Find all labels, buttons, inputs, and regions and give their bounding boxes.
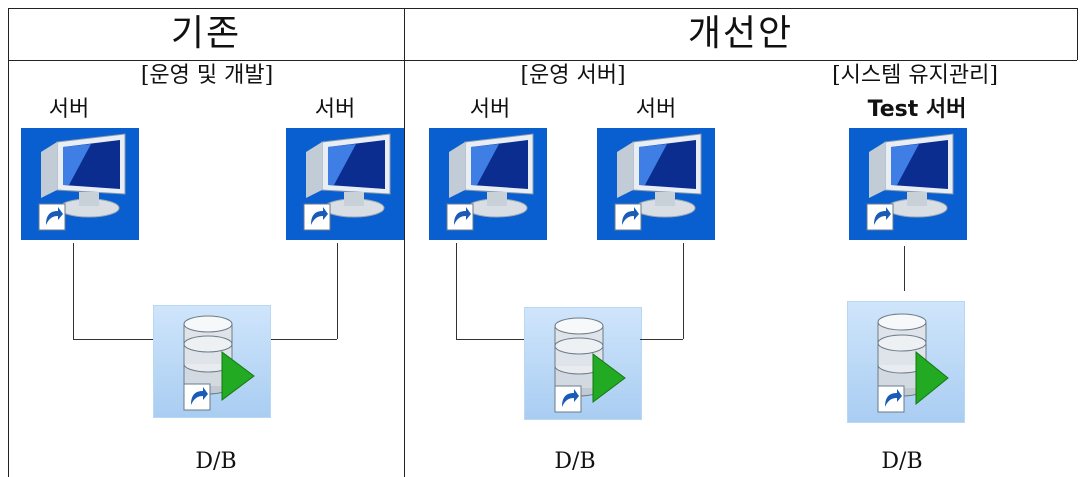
server-label-left-1: 서버 bbox=[48, 97, 90, 122]
table-border-left bbox=[8, 8, 9, 477]
shortcut-arrow-icon bbox=[877, 385, 905, 413]
server-icon-right-1 bbox=[429, 128, 547, 240]
server-icon-left-2 bbox=[286, 128, 404, 240]
cylinder-icon bbox=[183, 315, 233, 395]
server-icon-left-1 bbox=[21, 128, 139, 240]
database-icon-right-a bbox=[524, 307, 642, 420]
monitor-icon bbox=[869, 133, 954, 218]
server-label-left-2: 서버 bbox=[314, 97, 356, 122]
connector-right-2-vertical bbox=[683, 243, 684, 339]
server-label-right-1: 서버 bbox=[469, 97, 511, 122]
table-border-right bbox=[1077, 8, 1078, 60]
shortcut-arrow-icon bbox=[554, 385, 582, 413]
table-border-top bbox=[8, 8, 1077, 9]
shortcut-arrow-icon bbox=[303, 203, 331, 231]
connector-right-1-vertical bbox=[456, 243, 457, 339]
header-divider bbox=[8, 60, 1077, 61]
db-label-right-a: D/B bbox=[554, 449, 596, 474]
server-label-right-2: 서버 bbox=[635, 97, 677, 122]
shortcut-arrow-icon bbox=[183, 383, 211, 411]
connector-test-vertical bbox=[904, 246, 905, 291]
monitor-icon bbox=[306, 133, 391, 218]
database-icon-left bbox=[153, 305, 271, 418]
play-icon bbox=[221, 351, 255, 401]
monitor-icon bbox=[41, 133, 126, 218]
db-label-left: D/B bbox=[195, 449, 237, 474]
column-divider bbox=[404, 8, 405, 477]
group-label-maintenance: [시스템 유지관리] bbox=[832, 63, 998, 88]
shortcut-arrow-icon bbox=[38, 203, 66, 231]
db-label-right-b: D/B bbox=[881, 449, 923, 474]
server-icon-right-2 bbox=[597, 128, 715, 240]
connector-left-1-vertical bbox=[73, 243, 74, 339]
connector-right-2-horizontal bbox=[640, 339, 683, 340]
shortcut-arrow-icon bbox=[446, 203, 474, 231]
server-icon-test bbox=[849, 128, 967, 240]
monitor-icon bbox=[449, 133, 534, 218]
play-icon bbox=[915, 350, 949, 406]
connector-left-2-horizontal bbox=[271, 339, 337, 340]
header-existing: 기존 bbox=[170, 13, 242, 54]
monitor-icon bbox=[617, 133, 702, 218]
shortcut-arrow-icon bbox=[866, 203, 894, 231]
database-icon-right-b bbox=[847, 301, 965, 423]
shortcut-arrow-icon bbox=[614, 203, 642, 231]
group-label-ops-dev: [운영 및 개발] bbox=[140, 63, 274, 88]
connector-left-1-horizontal bbox=[73, 339, 153, 340]
group-label-ops-servers: [운영 서버] bbox=[520, 63, 626, 88]
connector-right-1-horizontal bbox=[456, 339, 524, 340]
play-icon bbox=[592, 353, 626, 403]
header-improvement: 개선안 bbox=[687, 13, 794, 54]
connector-left-2-vertical bbox=[337, 243, 338, 339]
server-label-test: Test 서버 bbox=[867, 97, 967, 122]
